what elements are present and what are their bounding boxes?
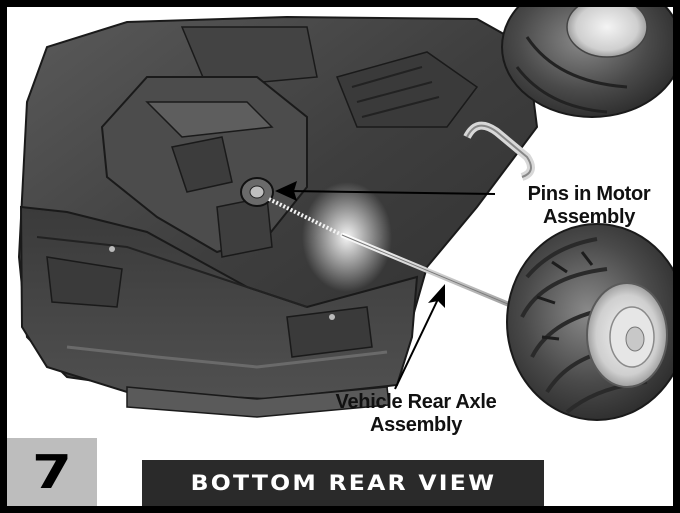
callout-arrows [275,181,496,390]
motor-pins-label-line1: Pins in Motor [527,183,651,205]
front-deck [180,26,535,181]
rear-wheel [506,223,673,421]
step-number: 7 [31,445,73,499]
motor-assembly [100,76,308,258]
view-title: BOTTOM REAR VIEW [190,471,496,495]
rear-axle-label-line2: Assembly [369,414,463,436]
step-number-box: 7 [7,438,97,506]
front-tire [501,7,673,118]
motor-pins-arrow [288,190,496,195]
axle-arrow [394,296,440,390]
view-title-banner: BOTTOM REAR VIEW [142,460,544,506]
motor-pins-arrowhead [275,181,297,201]
motor-pins-label-line2: Assembly [542,206,636,228]
rear-axle [268,197,528,315]
axle-arrowhead [428,284,445,308]
motor-pins-label: Pins in Motor Assembly [489,183,673,229]
rear-axle-label: Vehicle Rear Axle Assembly [311,391,521,437]
vehicle-illustration [17,7,673,421]
rear-axle-label-line1: Vehicle Rear Axle [335,391,497,413]
